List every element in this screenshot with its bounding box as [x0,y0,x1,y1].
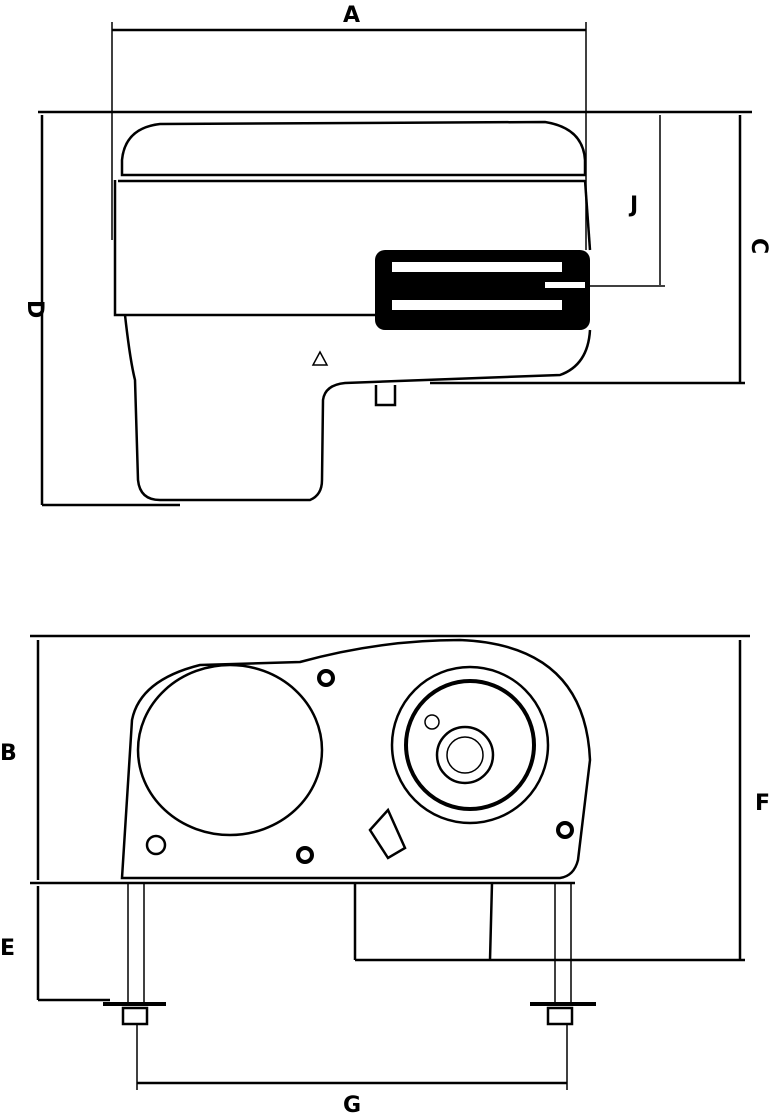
body-edge [583,179,592,251]
nut-left [121,1006,149,1026]
drum-groove [392,300,562,310]
cover-cap [120,120,587,177]
lever-socket [368,807,407,860]
label-f: F [755,791,770,816]
shaft [446,736,484,774]
label-a: A [343,3,360,28]
drum-groove [392,262,562,272]
main-body [113,180,375,317]
triangle-mark-icon [311,350,329,366]
gypsy-ring [404,679,536,811]
bolt-icon [145,834,167,856]
motor-cover [136,663,324,837]
gypsy-outer [390,665,550,825]
drum-shaft [545,282,585,288]
bolt-icon [296,846,314,864]
drain-plug [374,385,397,407]
label-c: C [746,238,771,254]
label-g: G [343,1093,361,1116]
front-view: B E F G [0,634,770,1116]
label-e: E [0,936,15,961]
gypsy-hole [424,714,440,730]
nut-right [546,1006,574,1026]
windlass-housing [120,638,592,880]
below-deck-housing [353,882,494,961]
bolt-icon [317,669,335,687]
label-b: B [0,741,17,766]
motor-body [123,314,324,502]
gypsy-hub [435,725,495,785]
gearbox-outline [320,329,592,481]
bolt-icon [556,821,574,839]
label-j: J [628,193,638,218]
label-d: D [22,300,47,318]
stud-left [127,882,145,1004]
side-view: A J D C [22,3,771,507]
stud-right [554,882,572,1004]
